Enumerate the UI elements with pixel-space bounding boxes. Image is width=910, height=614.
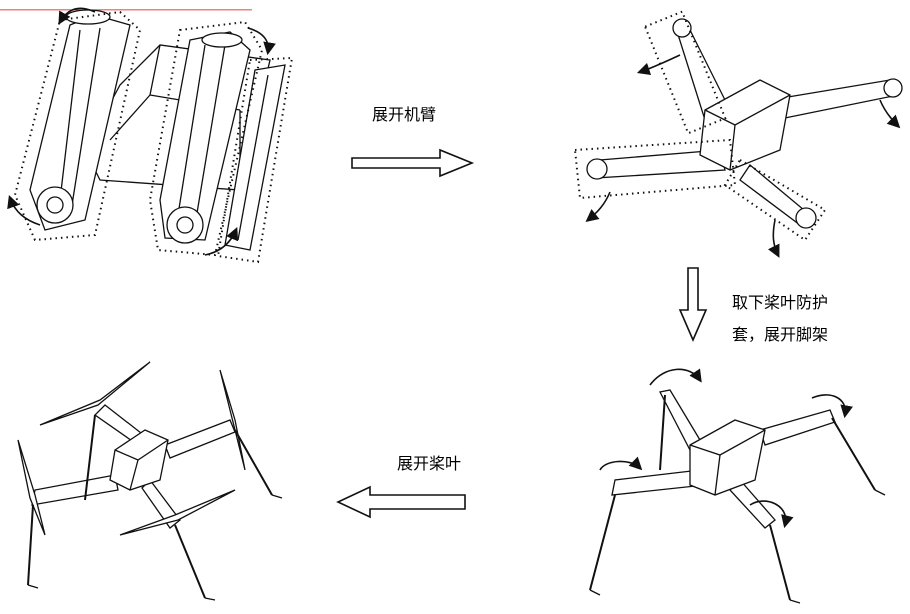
flow-arrows [338, 150, 706, 517]
step-label-unfold-arms: 展开机臂 [372, 102, 436, 128]
drone-legs-unfolded [590, 369, 885, 603]
arrow-right [352, 150, 472, 176]
drone-folded [10, 8, 292, 262]
arrow-down [680, 268, 706, 340]
step-label-remove-covers-2: 套，展开脚架 [732, 322, 828, 348]
drone-arms-unfolded [575, 12, 902, 255]
drone-fully-deployed [18, 362, 282, 600]
step-label-unfold-props: 展开桨叶 [397, 451, 461, 477]
arrow-left [338, 487, 465, 517]
step-label-remove-covers-1: 取下桨叶防护 [732, 290, 828, 316]
